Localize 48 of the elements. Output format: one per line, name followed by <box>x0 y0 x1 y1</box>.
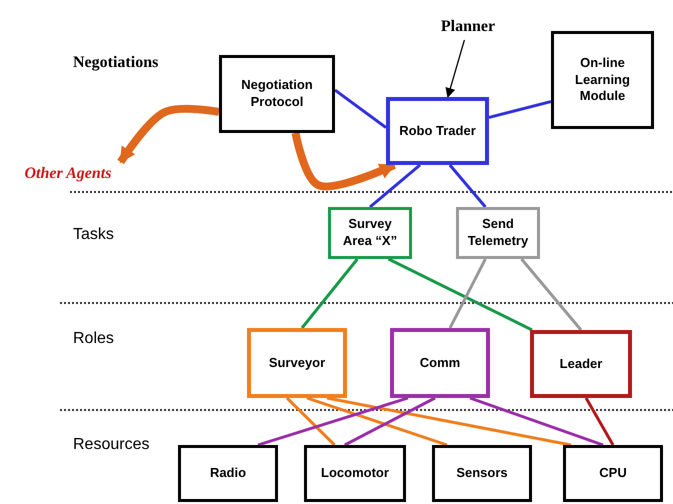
row-heading: Roles <box>73 330 114 348</box>
connector-line <box>326 396 572 446</box>
box-label: CPU <box>599 465 627 482</box>
connector-line <box>448 258 487 329</box>
box-label: On-line Learning Module <box>574 54 631 106</box>
box-label: Surveyor <box>268 354 326 372</box>
box-label: Robo Trader <box>399 122 476 140</box>
box-label: Comm <box>420 354 460 372</box>
box-label: Locomotor <box>321 465 389 482</box>
node-label: Other Agents <box>12 162 124 186</box>
connector-line <box>344 396 436 446</box>
box-label: Leader <box>560 356 602 372</box>
process-box <box>563 445 663 502</box>
box-label: Survey Area “X” <box>342 216 398 250</box>
box-label: Send Telemetry <box>466 216 530 250</box>
node-label: Planner <box>432 14 504 40</box>
process-box <box>551 31 654 129</box>
row-heading: Negotiations <box>73 54 158 72</box>
connector-line <box>470 396 604 446</box>
process-box <box>247 328 347 398</box>
process-box <box>304 445 406 502</box>
process-box <box>219 55 335 133</box>
process-box <box>432 445 532 502</box>
connector-line <box>488 100 552 119</box>
process-box <box>178 445 278 502</box>
box-label: Negotiation Protocol <box>240 77 314 111</box>
connector-line <box>258 396 408 446</box>
box-label: Radio <box>210 465 246 482</box>
connector-line <box>584 397 614 446</box>
process-box <box>328 207 412 259</box>
connector-line <box>300 258 359 329</box>
connector-line <box>306 396 448 446</box>
connector-line <box>286 396 336 446</box>
connector-line <box>520 258 582 331</box>
box-label: Sensors <box>456 465 508 482</box>
arrow <box>446 40 466 98</box>
connector-line <box>334 88 387 129</box>
process-box <box>390 328 490 398</box>
process-box <box>530 330 632 398</box>
curved-arrow <box>117 104 220 164</box>
row-heading: Tasks <box>73 226 114 244</box>
curved-arrow <box>292 132 396 190</box>
connector-line <box>448 164 487 208</box>
connector-line <box>388 258 533 332</box>
connector-line <box>369 164 421 208</box>
row-heading: Resources <box>73 436 150 454</box>
process-box <box>456 207 540 259</box>
process-box <box>386 97 489 165</box>
